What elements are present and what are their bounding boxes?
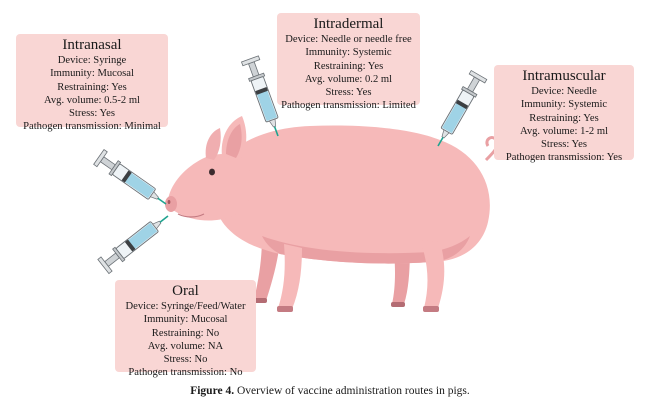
route-stress: Stress: Yes (541, 139, 587, 151)
route-immunity: Immunity: Systemic (520, 99, 608, 111)
route-stress: Stress: Yes (325, 87, 372, 99)
route-box-intramuscular: Intramuscular Device: Needle Immunity: S… (494, 65, 634, 163)
route-title: Intranasal (62, 37, 122, 53)
route-immunity: Immunity: Mucosal (143, 314, 228, 326)
syringe-intranasal (92, 148, 172, 213)
route-restraining: Restraining: No (151, 327, 220, 339)
route-volume: Avg. volume: 1-2 ml (519, 125, 609, 137)
route-restraining: Restraining: Yes (313, 60, 384, 72)
route-device: Device: Syringe (57, 55, 127, 66)
route-immunity: Immunity: Mucosal (50, 68, 134, 80)
route-stress: Stress: Yes (69, 108, 115, 120)
route-device: Device: Syringe/Feed/Water (125, 301, 246, 312)
route-restraining: Restraining: Yes (57, 81, 127, 93)
syringe-intramuscular (429, 69, 488, 152)
route-device: Device: Needle or needle free (285, 34, 412, 45)
route-device: Device: Needle (531, 86, 597, 97)
route-transmission: Pathogen transmission: No (128, 367, 243, 379)
route-restraining: Restraining: Yes (529, 112, 599, 124)
route-transmission: Pathogen transmission: Minimal (23, 121, 161, 133)
route-title: Intramuscular (522, 68, 606, 84)
route-box-intranasal: Intranasal Device: Syringe Immunity: Muc… (16, 34, 168, 132)
illustration (92, 55, 499, 312)
route-transmission: Pathogen transmission: Limited (281, 100, 416, 112)
route-volume: Avg. volume: NA (147, 340, 224, 352)
route-stress: Stress: No (163, 354, 208, 366)
route-immunity: Immunity: Systemic (305, 47, 392, 59)
route-volume: Avg. volume: 0.5-2 ml (43, 94, 141, 106)
route-title: Oral (172, 283, 199, 299)
caption-label: Figure 4. (190, 385, 235, 397)
pig-illustration (165, 116, 499, 312)
route-title: Intradermal (313, 16, 384, 32)
syringe-oral (97, 208, 175, 275)
route-box-oral: Oral Device: Syringe/Feed/Water Immunity… (115, 280, 256, 378)
route-transmission: Pathogen transmission: Yes (505, 152, 623, 164)
caption-text: Overview of vaccine administration route… (234, 385, 470, 397)
route-volume: Avg. volume: 0.2 ml (304, 73, 393, 85)
figure-caption: Figure 4. Overview of vaccine administra… (0, 385, 660, 397)
route-box-intradermal: Intradermal Device: Needle or needle fre… (277, 13, 420, 111)
